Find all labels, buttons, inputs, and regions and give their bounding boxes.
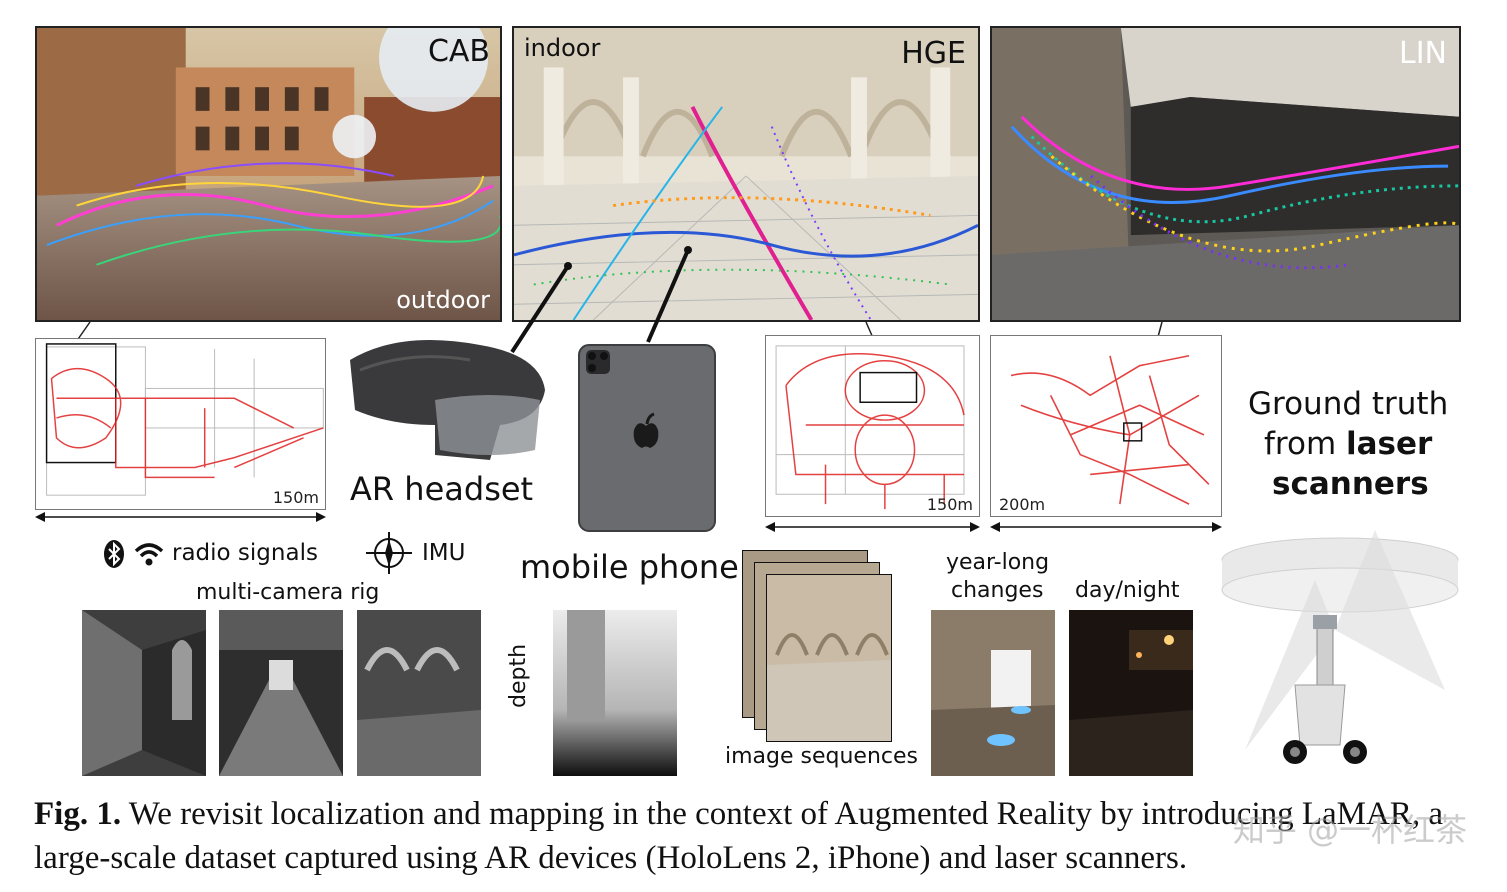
depth-label: depth bbox=[506, 643, 531, 708]
lin-map: 200m bbox=[990, 335, 1222, 517]
hge-scale-arrow bbox=[765, 522, 980, 532]
caption-text: We revisit localization and mapping in t… bbox=[34, 796, 1444, 876]
ipad-image bbox=[578, 344, 716, 532]
caption-label: Fig. 1. bbox=[34, 796, 122, 832]
imu-icon bbox=[364, 530, 414, 576]
cab-scene bbox=[37, 28, 500, 320]
day-night-label: day/night bbox=[1075, 578, 1180, 603]
lin-photo: LIN bbox=[990, 26, 1461, 322]
cab-map-scale: 150m bbox=[272, 488, 319, 507]
wifi-icon bbox=[134, 541, 164, 567]
image-sequence-front bbox=[766, 574, 892, 742]
ground-truth-line1: Ground truth bbox=[1248, 386, 1449, 422]
hge-label: HGE bbox=[901, 36, 966, 71]
bluetooth-icon bbox=[104, 540, 124, 568]
outdoor-label: outdoor bbox=[396, 286, 490, 314]
lin-scale-arrow bbox=[990, 522, 1222, 532]
indoor-label: indoor bbox=[524, 34, 601, 62]
multi-camera-rig-label: multi-camera rig bbox=[196, 580, 380, 605]
ground-truth-from: from bbox=[1264, 426, 1346, 462]
ground-truth-laser: laser bbox=[1346, 426, 1433, 462]
lin-label: LIN bbox=[1398, 36, 1447, 71]
lin-map-scale: 200m bbox=[999, 495, 1046, 514]
rig-camera-image-2 bbox=[219, 610, 343, 776]
day-night-image bbox=[1069, 610, 1193, 776]
lin-scene bbox=[992, 28, 1459, 320]
ground-truth-line3: scanners bbox=[1272, 466, 1429, 502]
year-long-changes-image bbox=[931, 610, 1055, 776]
imu-label: IMU bbox=[422, 540, 466, 566]
hge-trajectory-map bbox=[775, 345, 965, 510]
hge-photo: HGE indoor bbox=[512, 26, 980, 322]
hge-map-scale: 150m bbox=[926, 495, 973, 514]
cab-trajectory-map bbox=[45, 343, 324, 496]
mobile-phone-label: mobile phone bbox=[520, 548, 739, 586]
ground-truth-line2: from laser bbox=[1264, 426, 1432, 462]
lin-trajectory-map bbox=[1010, 355, 1210, 505]
cab-label: CAB bbox=[427, 34, 490, 69]
rig-camera-image-3 bbox=[357, 610, 481, 776]
laser-scanner-image bbox=[1221, 530, 1459, 764]
rig-camera-image-1 bbox=[82, 610, 206, 776]
hge-scene bbox=[514, 28, 978, 320]
image-sequences-label: image sequences bbox=[725, 744, 918, 769]
figure-caption: Fig. 1. We revisit localization and mapp… bbox=[34, 792, 1484, 880]
year-long-label-1: year-long bbox=[946, 550, 1050, 575]
cab-photo: CAB outdoor bbox=[35, 26, 502, 322]
ar-headset-label: AR headset bbox=[350, 470, 534, 508]
ar-headset-image bbox=[350, 340, 545, 460]
year-long-label-2: changes bbox=[951, 578, 1044, 603]
cab-scale-arrow bbox=[35, 512, 326, 522]
depth-image bbox=[553, 610, 677, 776]
hge-map: 150m bbox=[765, 335, 980, 517]
radio-signals-label: radio signals bbox=[172, 540, 318, 566]
watermark: 知乎 @一杯红茶 bbox=[1232, 811, 1467, 849]
cab-map: 150m bbox=[35, 338, 326, 510]
